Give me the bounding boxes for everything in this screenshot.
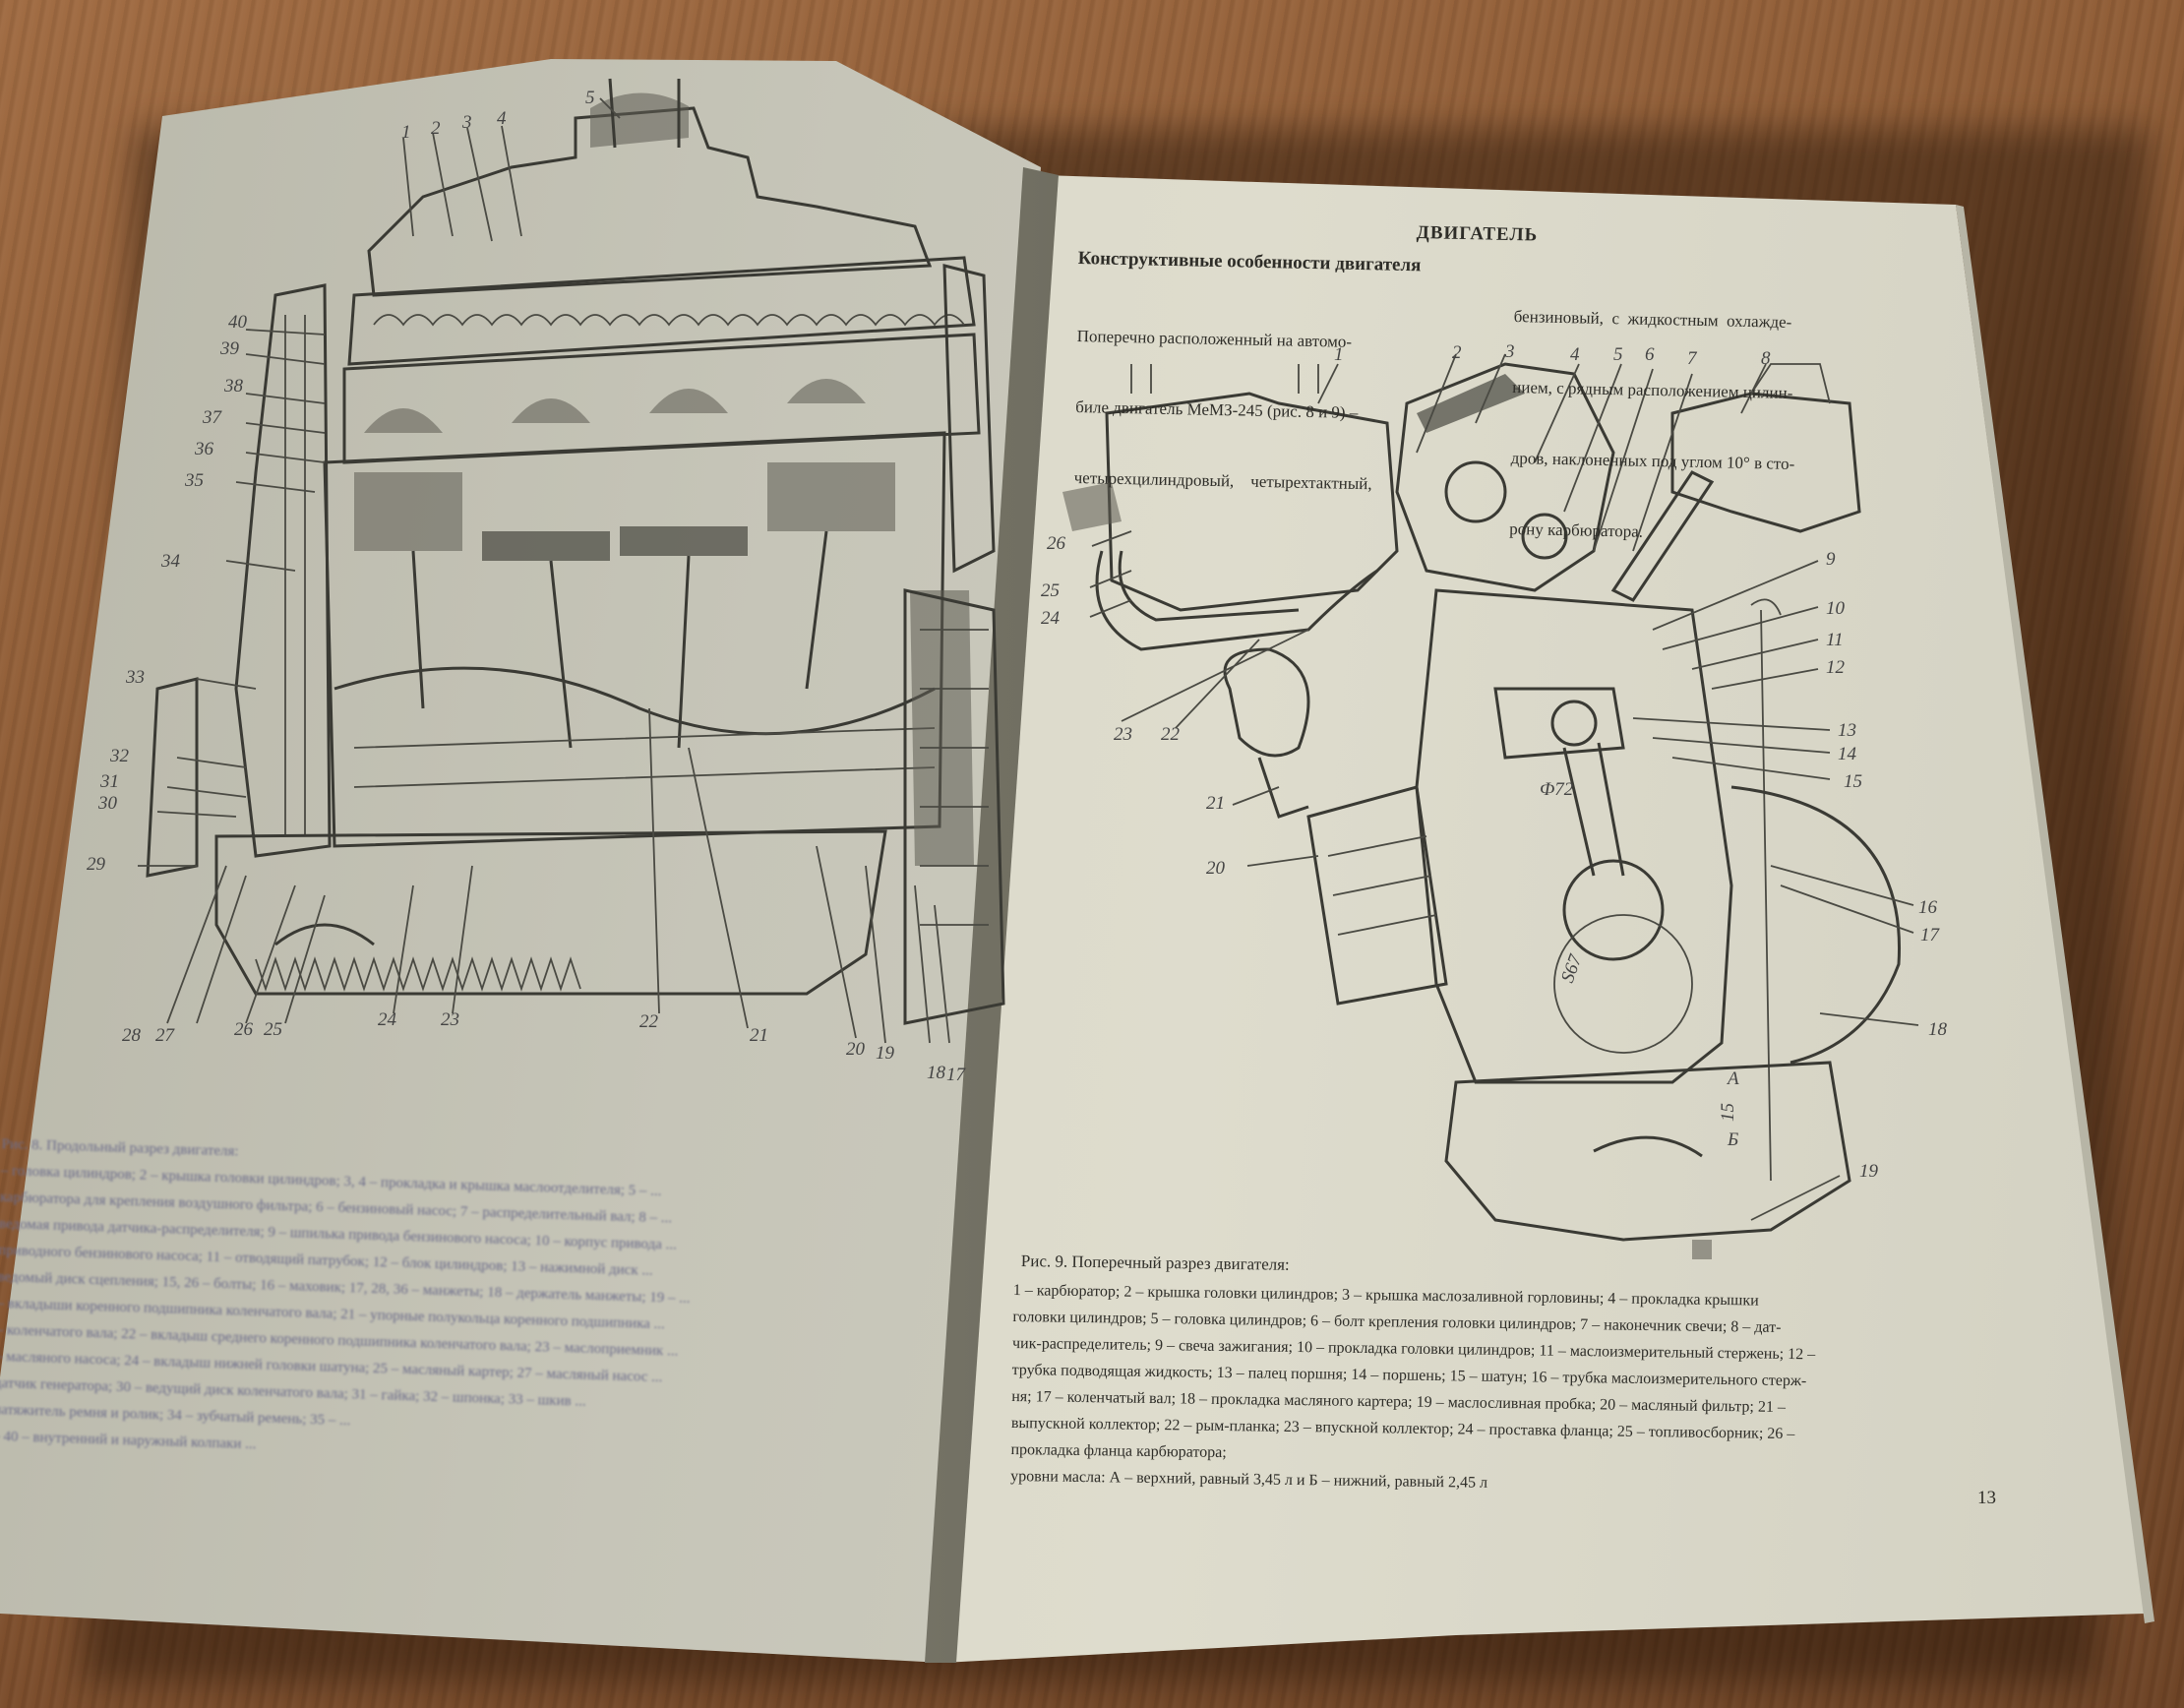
- column-1-line: Поперечно расположенный на автомо-: [1076, 326, 1353, 351]
- head-teeth: [373, 314, 965, 327]
- svg-text:29: 29: [87, 854, 106, 875]
- svg-text:14: 14: [1838, 744, 1857, 764]
- svg-text:38: 38: [223, 376, 244, 396]
- dimension-labels: Ф72 S67 А Б 15: [1540, 779, 1739, 1150]
- svg-text:37: 37: [202, 407, 223, 428]
- svg-text:12: 12: [1826, 657, 1846, 678]
- svg-text:10: 10: [1826, 598, 1846, 619]
- page-number: 13: [1977, 1488, 1996, 1508]
- svg-text:19: 19: [1859, 1161, 1879, 1182]
- sump-fins: [255, 956, 581, 992]
- column-1-line: биле двигатель МеМЗ-245 (рис. 8 и 9) –: [1075, 396, 1359, 422]
- svg-text:35: 35: [184, 470, 204, 491]
- column-2-line: дров, наклоненных под углом 10° в сто-: [1510, 448, 1795, 473]
- svg-text:11: 11: [1826, 630, 1844, 650]
- svg-text:8: 8: [1761, 348, 1771, 369]
- svg-text:S67: S67: [1557, 950, 1587, 985]
- svg-text:Ф72: Ф72: [1540, 779, 1574, 800]
- left-callouts: 1 2 3 4 5 40 39 38 37 36 35 34 33 32 31 …: [87, 88, 967, 1085]
- svg-text:3: 3: [1504, 341, 1515, 362]
- svg-text:5: 5: [1613, 344, 1623, 365]
- svg-text:25: 25: [264, 1019, 282, 1040]
- svg-text:32: 32: [109, 746, 130, 766]
- svg-text:19: 19: [876, 1043, 895, 1064]
- svg-text:22: 22: [1161, 724, 1181, 745]
- svg-text:17: 17: [946, 1065, 967, 1085]
- left-drawing-shapes: [138, 78, 1005, 1044]
- svg-text:1: 1: [401, 122, 411, 143]
- svg-text:3: 3: [461, 112, 472, 133]
- column-1: Поперечно расположенный на автомо- биле …: [1073, 277, 1376, 519]
- svg-text:2: 2: [431, 118, 441, 139]
- svg-text:15: 15: [1718, 1103, 1738, 1122]
- svg-text:6: 6: [1645, 344, 1655, 365]
- svg-text:Б: Б: [1727, 1129, 1738, 1150]
- svg-text:24: 24: [1041, 608, 1061, 629]
- section-heading: ДВИГАТЕЛЬ: [1416, 222, 1539, 246]
- figure-caption: 1 – карбюратор; 2 – крышка головки цилин…: [1010, 1277, 1987, 1503]
- column-2-line: нием, с рядным расположением цилин-: [1512, 377, 1793, 402]
- svg-text:16: 16: [1918, 897, 1938, 918]
- left-figure-caption: Рис. 8. Продольный разрез двигателя: – г…: [0, 1131, 966, 1481]
- svg-text:25: 25: [1041, 580, 1060, 601]
- svg-text:22: 22: [639, 1011, 659, 1032]
- column-2-line: бензиновый, с жидкостным охлажде-: [1513, 306, 1792, 332]
- column-2: бензиновый, с жидкостным охлажде- нием, …: [1508, 258, 1798, 571]
- svg-text:9: 9: [1826, 549, 1836, 570]
- svg-text:24: 24: [378, 1009, 397, 1030]
- svg-text:31: 31: [99, 771, 119, 792]
- svg-text:4: 4: [497, 108, 507, 129]
- svg-text:23: 23: [1114, 724, 1132, 745]
- svg-text:36: 36: [194, 439, 214, 459]
- svg-text:28: 28: [122, 1025, 142, 1046]
- svg-text:18: 18: [927, 1063, 946, 1083]
- svg-text:18: 18: [1928, 1019, 1948, 1040]
- svg-text:7: 7: [1687, 348, 1698, 369]
- right-drawing-shapes: [1062, 353, 1919, 1259]
- svg-text:30: 30: [97, 793, 118, 814]
- svg-text:2: 2: [1452, 342, 1462, 363]
- svg-text:34: 34: [160, 551, 181, 572]
- combustion-chambers: [364, 379, 866, 433]
- svg-text:27: 27: [155, 1025, 176, 1046]
- column-2-line: рону карбюратора.: [1509, 518, 1644, 541]
- column-1-line: четырехцилиндровый, четырехтактный,: [1073, 467, 1372, 494]
- svg-text:1: 1: [1334, 344, 1344, 365]
- svg-text:15: 15: [1844, 771, 1862, 792]
- svg-text:33: 33: [125, 667, 145, 688]
- svg-text:26: 26: [1047, 533, 1066, 554]
- svg-text:5: 5: [585, 88, 595, 108]
- svg-text:40: 40: [228, 312, 248, 333]
- right-callouts: 1 2 3 4 5 6 7 8 9 10 11 12 13 14 15 16 1…: [1041, 341, 1948, 1182]
- svg-text:4: 4: [1570, 344, 1580, 365]
- svg-text:23: 23: [441, 1009, 459, 1030]
- svg-text:А: А: [1726, 1068, 1739, 1089]
- svg-text:26: 26: [234, 1019, 254, 1040]
- svg-text:13: 13: [1838, 720, 1856, 741]
- svg-text:21: 21: [750, 1025, 768, 1046]
- svg-text:20: 20: [846, 1039, 866, 1060]
- pistons: [354, 462, 895, 561]
- figure-title: Рис. 9. Поперечный разрез двигателя:: [1020, 1251, 1290, 1274]
- svg-text:20: 20: [1206, 858, 1226, 879]
- svg-text:39: 39: [219, 338, 240, 359]
- svg-text:17: 17: [1920, 925, 1941, 946]
- svg-text:21: 21: [1206, 793, 1225, 814]
